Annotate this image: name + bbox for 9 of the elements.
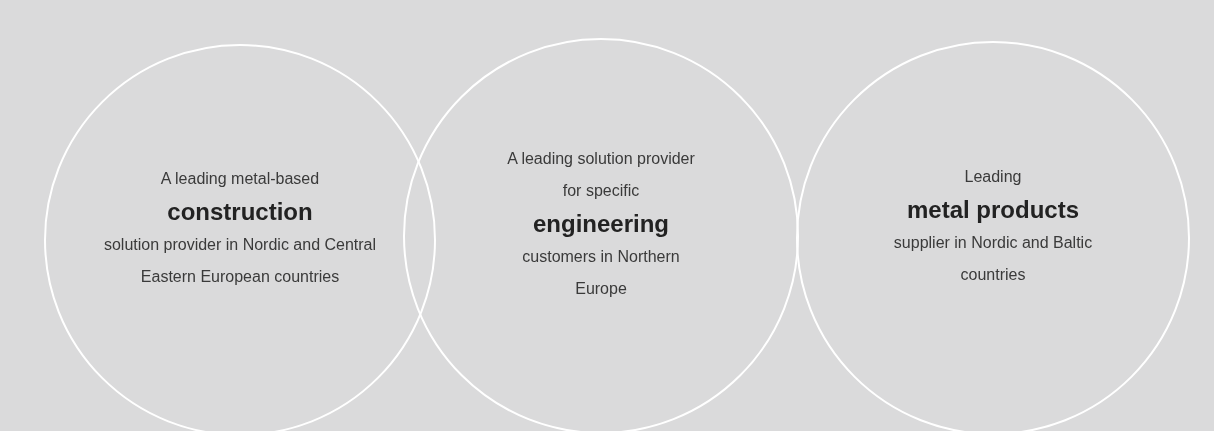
- circle-text: A leading solution provider for specific: [506, 149, 696, 201]
- circle-heading: metal products: [907, 195, 1079, 225]
- circle-text: Leading: [964, 167, 1022, 187]
- circle-text: solution provider in Nordic and Central Eastern European countries: [102, 235, 378, 287]
- circle-heading: engineering: [533, 209, 669, 239]
- circle-heading: construction: [167, 197, 313, 227]
- circle-text: supplier in Nordic and Baltic countries: [893, 233, 1093, 285]
- circle-text: A leading metal-based: [160, 169, 320, 189]
- circle-text: customers in Northern Europe: [521, 247, 681, 299]
